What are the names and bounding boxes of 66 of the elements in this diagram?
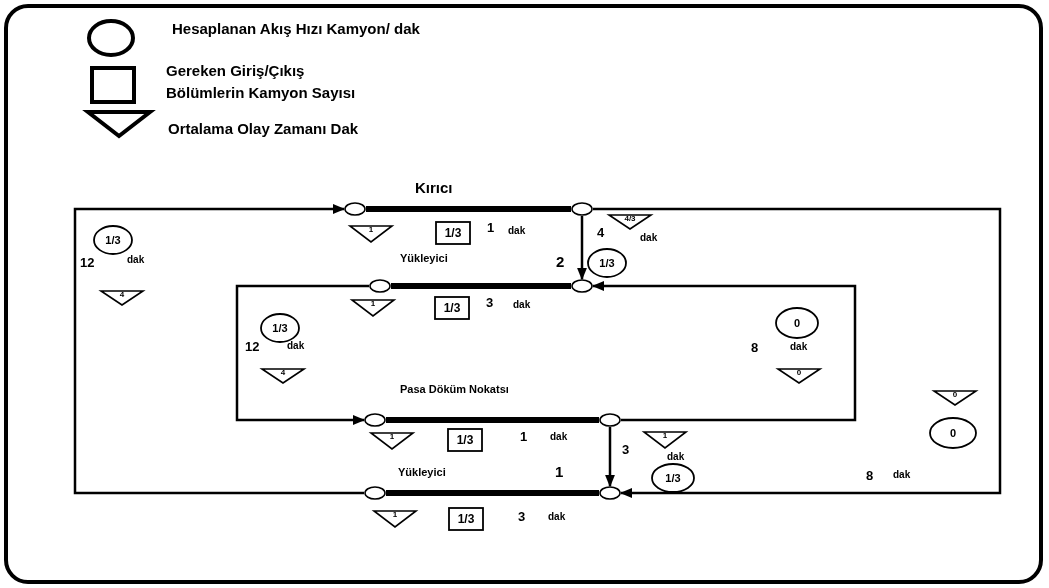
junction-circle xyxy=(599,486,621,500)
value-label: 1 xyxy=(487,221,495,236)
value-label: dak xyxy=(127,254,145,265)
arrow xyxy=(73,204,364,495)
value-label: dak xyxy=(508,225,526,236)
value-label: 1 xyxy=(520,430,528,445)
event-time-triangle: 0 xyxy=(933,390,977,406)
event-time-triangle: 1 xyxy=(349,225,393,243)
event-time-triangle: 1 xyxy=(643,431,687,449)
value-label: dak xyxy=(548,511,566,522)
thick-line xyxy=(366,206,571,212)
event-time-triangle: 0 xyxy=(777,368,821,384)
legend-text: Hesaplanan Akış Hızı Kamyon/ dak xyxy=(172,19,420,39)
thick-line xyxy=(386,490,599,496)
value-label: 4 xyxy=(597,226,605,241)
value-label: dak xyxy=(893,469,911,480)
flow-rate-circle: 0 xyxy=(929,417,977,449)
junction-circle xyxy=(571,279,593,293)
event-time-triangle: 4 xyxy=(261,368,305,384)
value-label: 1 xyxy=(555,464,564,481)
station-label: Pasa Döküm Nokatsı xyxy=(400,383,509,396)
value-label: dak xyxy=(640,232,658,243)
flow-rate-circle: 1/3 xyxy=(587,248,627,278)
event-time-triangle: 1 xyxy=(351,299,395,317)
legend-text: Gereken Giriş/Çıkış Bölümlerin Kamyon Sayısı xyxy=(166,61,357,103)
event-time-triangle: 1 xyxy=(370,432,414,450)
arrow xyxy=(591,281,857,422)
value-label: 3 xyxy=(622,443,630,458)
value-label: dak xyxy=(790,341,808,352)
value-label: 3 xyxy=(518,510,526,525)
arrow xyxy=(577,216,587,281)
flow-rate-circle: 1/3 xyxy=(93,225,133,255)
thick-line xyxy=(391,283,571,289)
junction-circle xyxy=(364,413,386,427)
arrow xyxy=(235,284,369,425)
value-label: 8 xyxy=(866,469,874,484)
station-label: Yükleyici xyxy=(398,466,446,479)
value-label: dak xyxy=(667,451,685,462)
flow-rate-circle: 0 xyxy=(775,307,819,339)
truck-count-box: 1/3 xyxy=(448,507,484,531)
junction-circle xyxy=(571,202,593,216)
value-label: 2 xyxy=(556,254,565,271)
thick-line xyxy=(386,417,599,423)
event-time-triangle: 4/3 xyxy=(608,214,652,230)
flow-rate-circle: 1/3 xyxy=(651,463,695,493)
truck-count-box: 1/3 xyxy=(447,428,483,452)
junction-circle xyxy=(599,413,621,427)
truck-count-box: 1/3 xyxy=(434,296,470,320)
value-label: 3 xyxy=(486,296,494,311)
event-time-triangle: 4 xyxy=(100,290,144,306)
value-label: dak xyxy=(550,431,568,442)
junction-circle xyxy=(364,486,386,500)
junction-circle xyxy=(369,279,391,293)
value-label: 12 xyxy=(80,256,95,271)
value-label: 12 xyxy=(245,340,260,355)
truck-count-box: 1/3 xyxy=(435,221,471,245)
event-time-triangle: 1 xyxy=(373,510,417,528)
station-label: Kırıcı xyxy=(415,180,453,197)
legend-text: Ortalama Olay Zamanı Dak xyxy=(168,119,359,139)
value-label: 8 xyxy=(751,341,759,356)
arrow xyxy=(605,427,615,488)
station-label: Yükleyici xyxy=(400,252,448,265)
arrow xyxy=(593,207,1002,498)
junction-circle xyxy=(344,202,366,216)
value-label: dak xyxy=(287,340,305,351)
value-label: dak xyxy=(513,299,531,310)
